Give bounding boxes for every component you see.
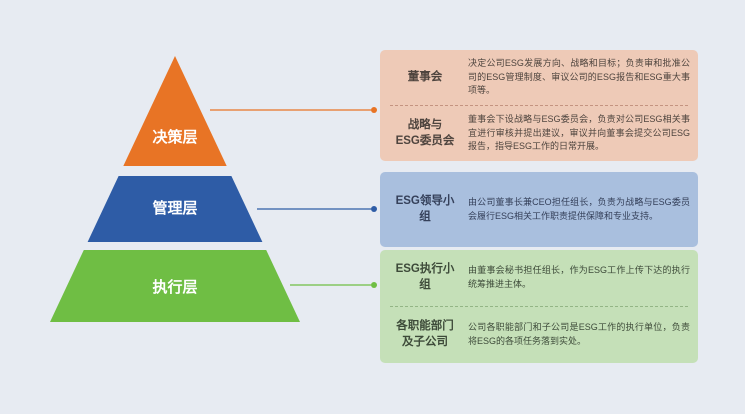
pyramid-level-management [87, 176, 263, 242]
panel-row-strategy-esg-committee: 战略与 ESG委员会 董事会下设战略与ESG委员会，负责对公司ESG相关事宜进行… [380, 106, 698, 161]
pyramid-label-decision: 决策层 [152, 128, 197, 146]
panel-decision: 董事会 决定公司ESG发展方向、战略和目标；负责审和批准公司的ESG管理制度、审… [380, 50, 698, 161]
panel-management: ESG领导小组 由公司董事长兼CEO担任组长，负责为战略与ESG委员会履行ESG… [380, 172, 698, 247]
panel-execution: ESG执行小组 由董事会秘书担任组长，作为ESG工作上传下达的执行统筹推进主体。… [380, 250, 698, 363]
row-desc-esg-leading-group: 由公司董事长兼CEO担任组长，负责为战略与ESG委员会履行ESG相关工作职责提供… [468, 196, 690, 221]
panel-row-board: 董事会 决定公司ESG发展方向、战略和目标；负责审和批准公司的ESG管理制度、审… [380, 50, 698, 105]
pyramid-label-management: 管理层 [152, 199, 197, 217]
row-desc-departments-subsidiaries: 公司各职能部门和子公司是ESG工作的执行单位，负责将ESG的各项任务落到实处。 [468, 322, 690, 346]
row-desc-esg-execution-group: 由董事会秘书担任组长，作为ESG工作上传下达的执行统筹推进主体。 [468, 265, 690, 289]
row-label-strategy-esg-committee: 战略与 ESG委员会 [395, 118, 455, 147]
pyramid-label-execution: 执行层 [152, 278, 197, 296]
panel-row-esg-leading-group: ESG领导小组 由公司董事长兼CEO担任组长，负责为战略与ESG委员会履行ESG… [380, 172, 698, 247]
pyramid-level-execution [50, 250, 300, 322]
row-desc-board: 决定公司ESG发展方向、战略和目标；负责审和批准公司的ESG管理制度、审议公司的… [468, 57, 690, 96]
connector-dot-decision [371, 107, 377, 113]
row-label-board: 董事会 [407, 70, 443, 83]
row-label-departments-subsidiaries: 各职能部门 及子公司 [396, 320, 454, 348]
row-label-esg-leading-group: ESG领导小组 [395, 194, 455, 223]
dashed-divider [390, 105, 688, 106]
row-label-esg-execution-group: ESG执行小组 [395, 263, 455, 291]
panel-row-esg-execution-group: ESG执行小组 由董事会秘书担任组长，作为ESG工作上传下达的执行统筹推进主体。 [380, 250, 698, 306]
panel-row-departments-subsidiaries: 各职能部门 及子公司 公司各职能部门和子公司是ESG工作的执行单位，负责将ESG… [380, 307, 698, 363]
connector-dot-management [371, 206, 377, 212]
pyramid-level-decision [123, 56, 227, 166]
row-desc-strategy-esg-committee: 董事会下设战略与ESG委员会，负责对公司ESG相关事宜进行审核并提出建议，审议并… [468, 113, 690, 152]
connector-dot-execution [371, 282, 377, 288]
dashed-divider [390, 306, 688, 307]
